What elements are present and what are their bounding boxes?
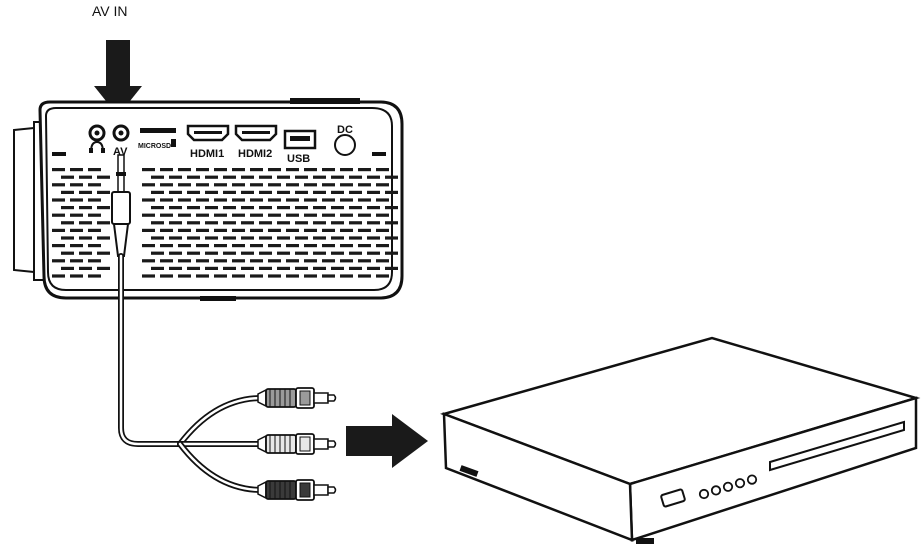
av-plug — [111, 154, 131, 257]
dvd-button-4 — [734, 478, 746, 489]
right-arrow-icon — [346, 414, 428, 468]
dvd-button-2 — [710, 485, 722, 496]
hdmi1-label: HDMI1 — [190, 148, 224, 160]
dc-label: DC — [337, 124, 353, 136]
microsd-label: MICROSD — [138, 143, 171, 150]
dvd-player — [440, 336, 921, 544]
dvd-button-1 — [698, 488, 710, 500]
dvd-button-3 — [722, 481, 734, 492]
projector: AV MICROSD HDMI1 HDMI2 USB DC — [13, 98, 404, 301]
vent-grille — [52, 152, 398, 278]
dc-port: DC — [334, 124, 356, 156]
av-in-label: AV IN — [92, 3, 128, 19]
usb-port: USB — [283, 129, 317, 165]
headphone-icon — [89, 140, 105, 153]
rca-plug-top — [257, 387, 337, 409]
hdmi1-port: HDMI1 — [186, 124, 230, 160]
dvd-button-5 — [746, 474, 758, 485]
hdmi2-port: HDMI2 — [234, 124, 278, 160]
rca-plugs — [257, 387, 337, 501]
headphone-port — [88, 124, 106, 153]
dvd-buttons — [698, 474, 758, 500]
usb-label: USB — [287, 153, 310, 165]
av-cable — [118, 253, 265, 493]
microsd-slot: MICROSD — [138, 128, 176, 150]
rca-plug-middle — [257, 433, 337, 455]
rca-plug-bottom — [257, 479, 337, 501]
hdmi2-label: HDMI2 — [238, 148, 272, 160]
